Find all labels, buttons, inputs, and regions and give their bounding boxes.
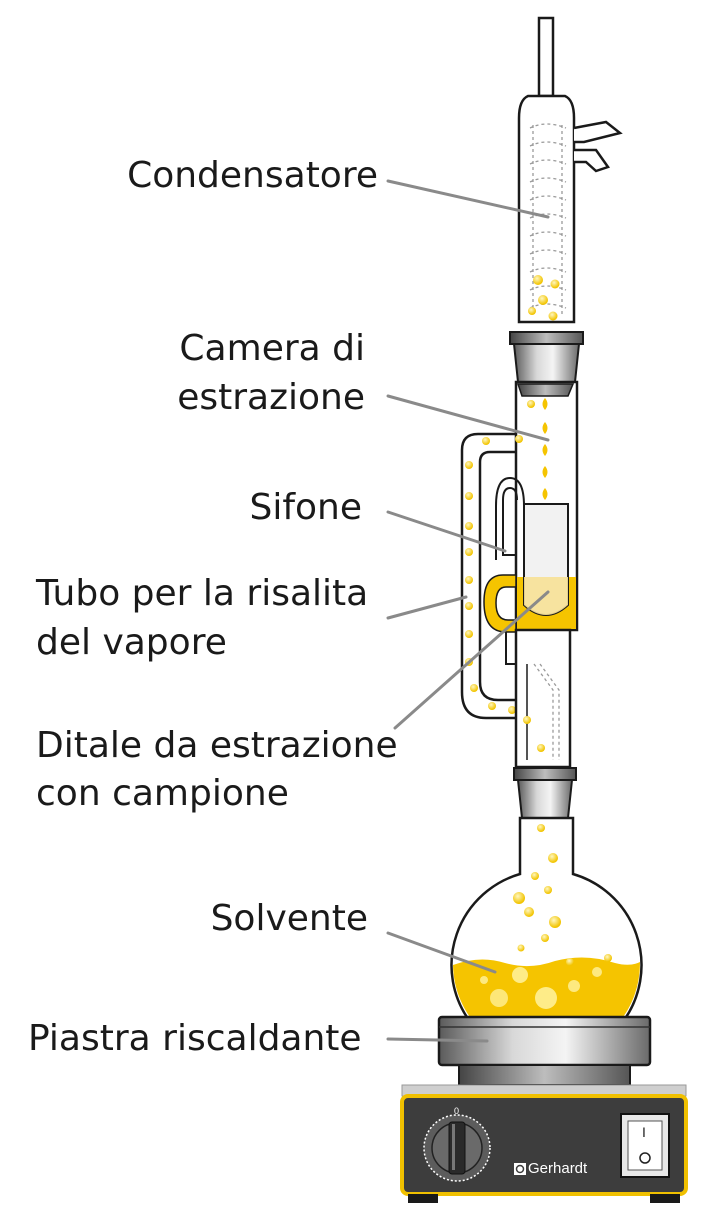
condenser-top-tube [537, 16, 555, 98]
label-chamber-line1: Camera di [179, 328, 365, 369]
foot-left [408, 1194, 438, 1203]
coolant-inlet [574, 148, 610, 173]
condenser-droplets [528, 275, 560, 321]
label-vapor-line2: del vapore [36, 622, 227, 663]
condenser-jacket [517, 94, 576, 324]
heating-plate-collar [458, 1064, 631, 1086]
dial-knob[interactable] [448, 1121, 466, 1175]
label-condenser: Condensatore [127, 155, 378, 196]
brand-name: Gerhardt [528, 1160, 588, 1177]
leader-hotplate [386, 1037, 489, 1043]
label-chamber-line2: estrazione [177, 377, 365, 418]
falling-drops [542, 398, 548, 500]
leader-solvent [386, 931, 497, 974]
leader-siphon [386, 510, 507, 553]
dial-zero-mark: 0 [454, 1106, 460, 1116]
vapor-bubbles [465, 437, 516, 714]
lower-ground-joint [513, 767, 577, 819]
label-siphon: Sifone [249, 487, 362, 528]
coolant-outlet [573, 120, 623, 144]
condenser-coil [529, 123, 567, 315]
leader-thimble [393, 590, 550, 730]
foot-right [650, 1194, 680, 1203]
leader-chamber [386, 394, 550, 442]
siphon [483, 476, 525, 665]
leader-lines [386, 179, 550, 1043]
extraction-chamber [514, 380, 579, 632]
switch-on-mark: I [642, 1124, 646, 1140]
chamber-lip [516, 383, 575, 397]
vapor-tube [460, 432, 516, 720]
label-thimble-line1: Ditale da estrazione [36, 725, 398, 766]
chamber-lower-tube [514, 628, 572, 769]
label-vapor-line1: Tubo per la risalita [36, 573, 369, 614]
leader-condenser [386, 179, 550, 219]
condenser [517, 16, 623, 324]
label-thimble-line2: con campione [36, 773, 289, 814]
leader-vapor-tube [386, 595, 468, 620]
label-solvent: Solvente [210, 898, 368, 939]
label-hotplate: Piastra riscaldante [28, 1018, 362, 1059]
upper-ground-joint [509, 331, 584, 383]
flask-bubbles [480, 824, 612, 1009]
